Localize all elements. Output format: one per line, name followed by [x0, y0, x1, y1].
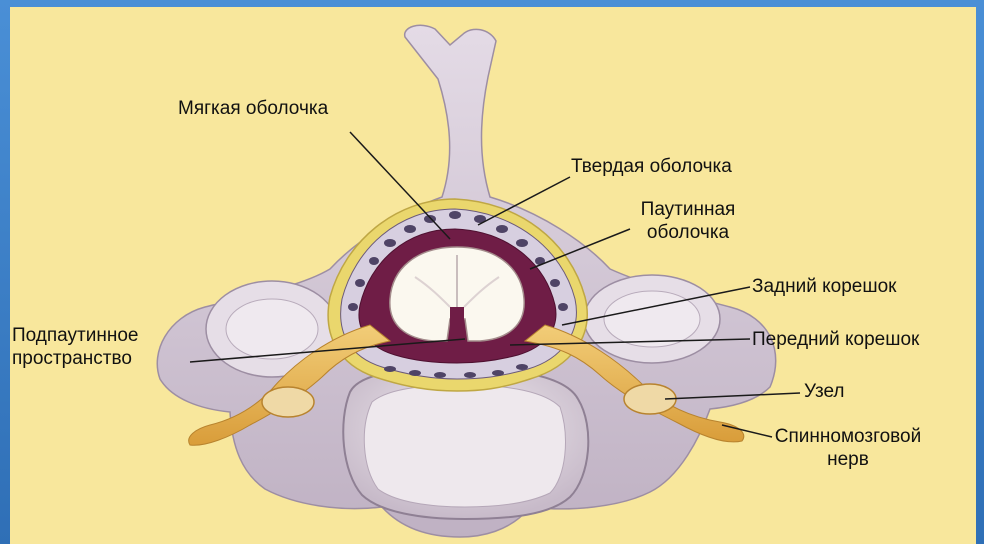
label-arachnoid: Паутинная оболочка: [632, 198, 744, 244]
label-spinal-nerve-line2: нерв: [772, 448, 924, 471]
label-posterior-root: Задний корешок: [752, 275, 896, 298]
left-ganglion: [262, 387, 314, 417]
label-spinal-nerve: Спинномозговой нерв: [772, 425, 924, 471]
label-pia-mater: Мягкая оболочка: [178, 97, 328, 120]
label-subarachnoid-space: Подпаутинное пространство: [12, 324, 138, 370]
label-ganglion: Узел: [804, 380, 845, 403]
label-subarachnoid-line2: пространство: [12, 347, 138, 370]
label-anterior-root: Передний корешок: [752, 328, 919, 351]
label-subarachnoid-line1: Подпаутинное: [12, 324, 138, 347]
label-spinal-nerve-line1: Спинномозговой: [772, 425, 924, 448]
label-arachnoid-line1: Паутинная: [632, 198, 744, 221]
label-arachnoid-line2: оболочка: [632, 221, 744, 244]
diagram-panel: Мягкая оболочка Твердая оболочка Паутинн…: [10, 7, 976, 544]
label-dura-mater: Твердая оболочка: [571, 155, 732, 178]
